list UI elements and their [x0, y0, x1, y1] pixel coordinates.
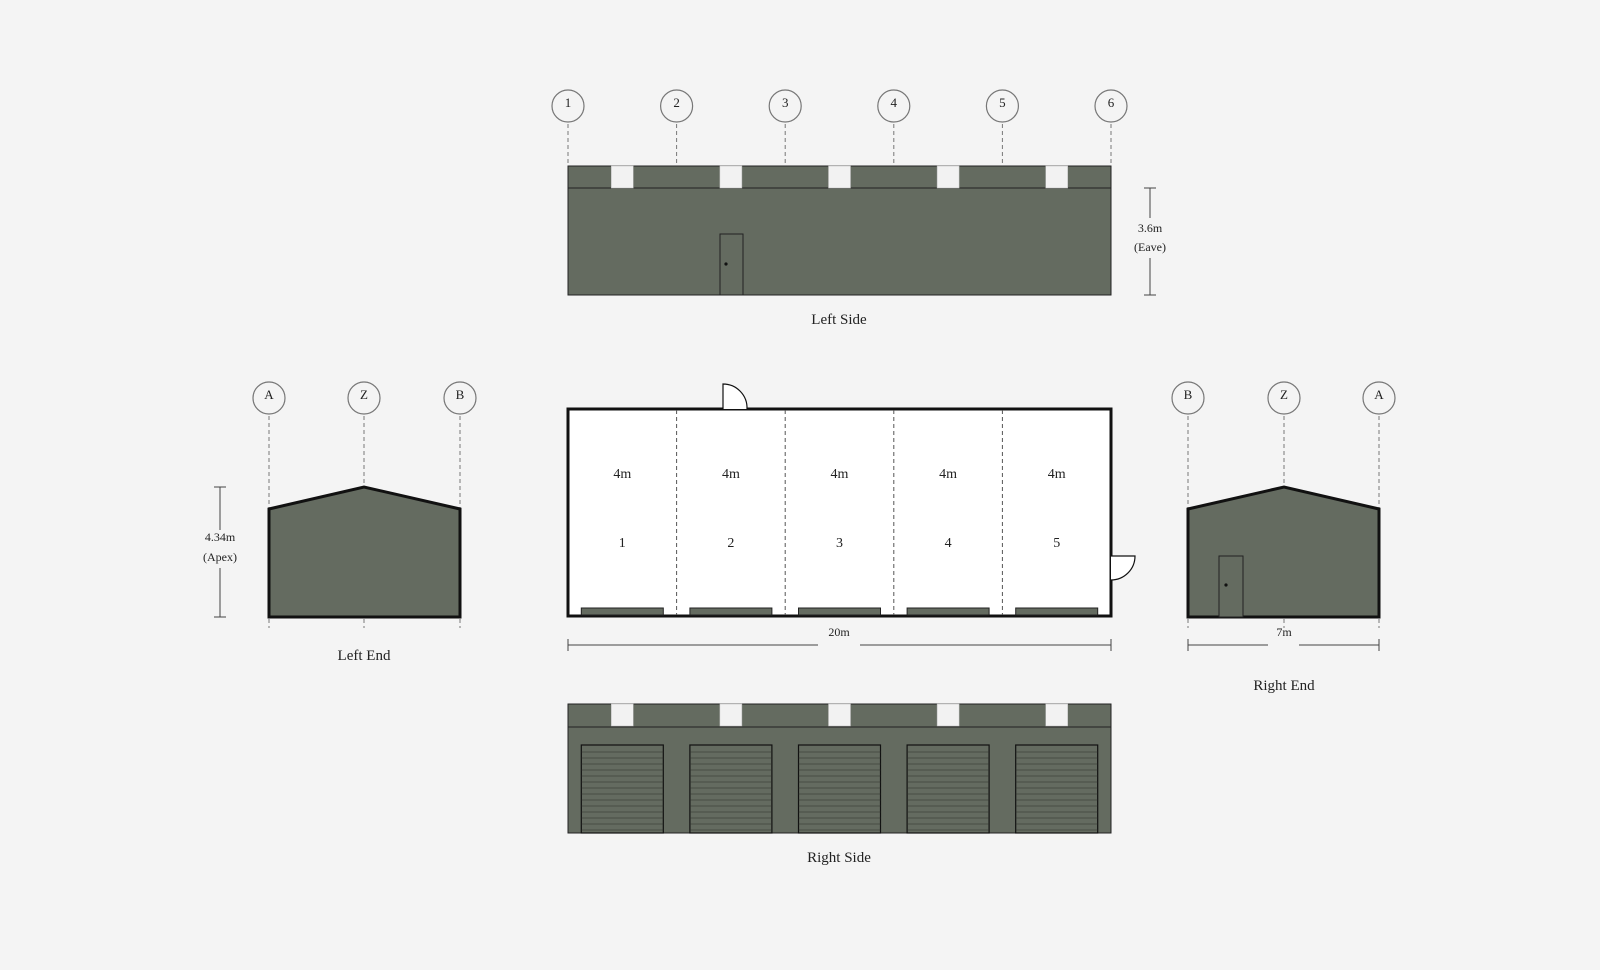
grid-line-2: 2: [659, 89, 694, 166]
floor-plan: 4m 1 4m 2 4m 3 4m 4 4m 5 20m: [566, 383, 1136, 651]
right-end-elevation: B Z A 7m Right End: [1171, 381, 1396, 694]
grid-bubble: [1171, 381, 1205, 415]
right-side-title: Right Side: [807, 850, 871, 866]
grid-bubble: [551, 89, 585, 123]
apex-note-label: (Apex): [203, 550, 237, 564]
plan-roller-door: [580, 607, 664, 616]
grid-bubble: [347, 381, 381, 415]
plan-door-right[interactable]: [1110, 555, 1136, 581]
grid-line-3: 3: [768, 89, 802, 166]
grid-line-4: 4: [877, 89, 911, 166]
grid-label: 6: [1108, 95, 1115, 110]
roller-door[interactable]: [906, 744, 990, 834]
plan-bay[interactable]: 4m 5: [1001, 410, 1099, 616]
grid-label: B: [456, 387, 465, 402]
door-knob-icon: [724, 262, 728, 266]
roller-door[interactable]: [580, 744, 664, 834]
grid-line-5: 5: [985, 89, 1020, 166]
grid-bubble: [252, 381, 286, 415]
bay-number-label: 4: [945, 536, 952, 551]
grid-line-1: 1: [551, 89, 585, 166]
bay-number-label: 5: [1053, 536, 1060, 551]
plan-bay[interactable]: 4m 2: [676, 410, 773, 616]
grid-label: 3: [782, 95, 789, 110]
eave-height-label: 3.6m: [1138, 221, 1163, 235]
left-end-wall: [267, 485, 462, 619]
right-side-elevation: Right Side: [567, 703, 1112, 866]
grid-bubble: [443, 381, 477, 415]
roller-door[interactable]: [797, 744, 882, 834]
length-dimension: 20m: [567, 625, 1112, 651]
bay-width-label: 4m: [1048, 467, 1066, 482]
left-end-title: Left End: [338, 648, 391, 664]
plan-roller-door: [1015, 607, 1099, 616]
roller-door[interactable]: [1015, 744, 1099, 834]
bay-number-label: 2: [727, 536, 734, 551]
grid-label: Z: [1280, 387, 1288, 402]
apex-dimension: 4.34m (Apex): [203, 486, 237, 618]
bay-width-label: 4m: [831, 467, 849, 482]
grid-label: A: [1374, 387, 1384, 402]
left-side-title: Left Side: [811, 312, 867, 328]
grid-label: 2: [673, 95, 680, 110]
bay-number-label: 1: [619, 536, 626, 551]
grid-bubble: [768, 89, 802, 123]
left-end-elevation: A Z B 4.34m (Apex) Left End: [203, 381, 477, 664]
length-label: 20m: [828, 625, 850, 639]
grid-label: A: [264, 387, 274, 402]
left-side-door[interactable]: [719, 233, 744, 296]
bay-width-label: 4m: [939, 467, 957, 482]
plan-outline: [566, 407, 1113, 618]
width-label: 7m: [1276, 625, 1292, 639]
plan-bay[interactable]: 4m 3: [784, 410, 881, 616]
apex-height-label: 4.34m: [205, 530, 236, 544]
plan-door-top[interactable]: [722, 383, 748, 410]
bay-width-label: 4m: [613, 467, 631, 482]
skylight-panel: [936, 703, 960, 727]
left-side-elevation: 1 2 3 4 5 6 3.6m (Eave) Left Side: [551, 89, 1166, 328]
right-end-title: Right End: [1253, 678, 1315, 694]
grid-label: Z: [360, 387, 368, 402]
plan-roller-door: [906, 607, 990, 616]
door-knob-icon: [1224, 583, 1228, 587]
grid-label: 4: [891, 95, 898, 110]
skylight-panel: [828, 703, 851, 727]
grid-label: 1: [565, 95, 572, 110]
eave-dimension: 3.6m (Eave): [1134, 187, 1166, 296]
skylight-panel: [828, 165, 851, 189]
skylight-panel: [719, 703, 743, 727]
skylight-panel: [936, 165, 960, 189]
grid-bubble: [659, 89, 694, 123]
grid-label: 5: [999, 95, 1006, 110]
grid-bubble: [1094, 89, 1128, 123]
right-end-door[interactable]: [1218, 555, 1244, 618]
bay-number-label: 3: [836, 536, 843, 551]
plan-roller-door: [798, 607, 881, 616]
bay-width-label: 4m: [722, 467, 740, 482]
grid-bubble: [985, 89, 1020, 123]
grid-bubble: [1267, 381, 1301, 415]
width-dimension: 7m: [1187, 625, 1380, 651]
skylight-panel: [719, 165, 743, 189]
plan-bay[interactable]: 4m 4: [893, 410, 990, 616]
grid-line-6: 6: [1094, 89, 1128, 166]
grid-bubble: [877, 89, 911, 123]
roller-door[interactable]: [689, 744, 773, 834]
grid-bubble: [1362, 381, 1396, 415]
skylight-panel: [1045, 703, 1068, 727]
skylight-panel: [1045, 165, 1068, 189]
skylight-panel: [611, 165, 634, 189]
eave-note-label: (Eave): [1134, 240, 1166, 254]
right-end-wall: [1186, 485, 1381, 619]
skylight-panel: [611, 703, 634, 727]
plan-bay[interactable]: 4m 1: [580, 467, 664, 616]
grid-label: B: [1184, 387, 1193, 402]
plan-roller-door: [689, 607, 773, 616]
